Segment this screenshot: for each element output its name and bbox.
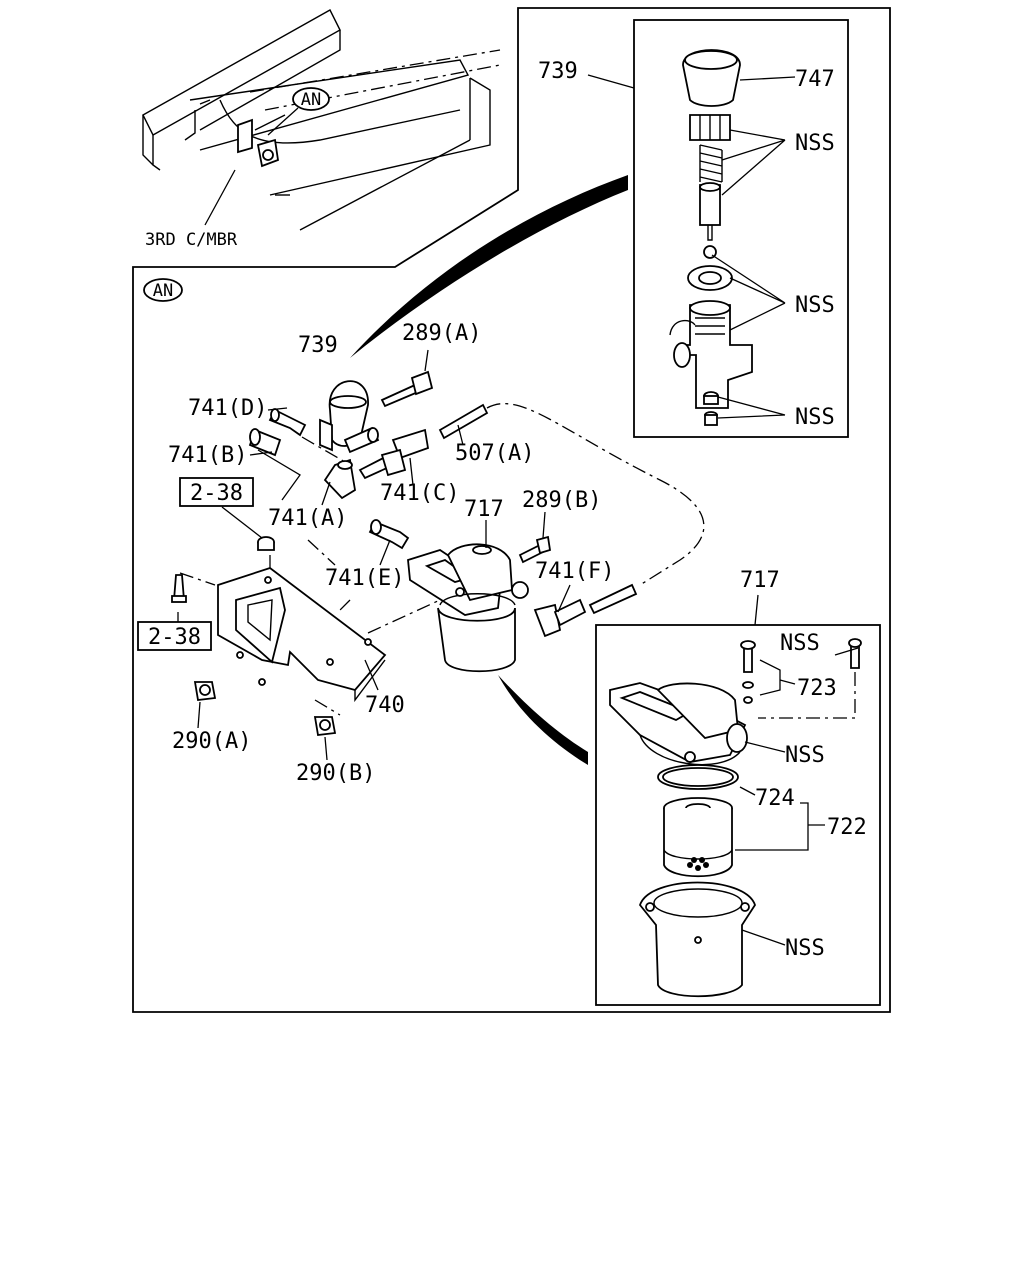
label-290b: 290(B) [296, 761, 375, 786]
an-view-tag-top [292, 87, 330, 111]
label-739-detail: 739 [538, 59, 578, 84]
label-740: 740 [365, 693, 405, 718]
label-747: 747 [795, 67, 835, 92]
pump-detail-frame [633, 19, 849, 438]
an-view-tag-top-text: AN [301, 90, 321, 110]
crossmember-inset: AN 3RD C/MBR [142, 9, 501, 250]
label-289a: 289(A) [402, 321, 481, 346]
main-assembly: 739 289(A) 741(D) 741(B) 507(A) 741(C) 2… [137, 321, 705, 786]
label-741c: 741(C) [380, 481, 459, 506]
ref-2-38-b: 2-38 [148, 625, 201, 650]
callout-wedge-717 [498, 675, 588, 765]
label-741b: 741(B) [168, 443, 247, 468]
fuel-filter-detail: 717 NSS 723 NSS 724 722 NSS [595, 568, 881, 1006]
label-nss-4: NSS [780, 631, 820, 656]
label-289b: 289(B) [522, 488, 601, 513]
crossmember-label: 3RD C/MBR [145, 230, 238, 250]
ref-2-38-a: 2-38 [190, 481, 243, 506]
label-722: 722 [827, 815, 867, 840]
label-741e: 741(E) [325, 566, 404, 591]
label-nss-6: NSS [785, 936, 825, 961]
label-290a: 290(A) [172, 729, 251, 754]
label-nss-2: NSS [795, 293, 835, 318]
label-739-main: 739 [298, 333, 338, 358]
filter-detail-frame [595, 624, 881, 1006]
label-nss-5: NSS [785, 743, 825, 768]
label-507a: 507(A) [455, 441, 534, 466]
label-724: 724 [755, 786, 795, 811]
label-741a: 741(A) [268, 506, 347, 531]
priming-pump-detail: 739 747 NSS NSS NSS [538, 19, 849, 438]
an-view-tag-main [143, 278, 183, 302]
label-nss-3: NSS [795, 405, 835, 430]
label-717-detail: 717 [740, 568, 780, 593]
label-723: 723 [797, 676, 837, 701]
callout-wedge-739 [350, 175, 628, 358]
label-717-main: 717 [464, 497, 504, 522]
ref-box-2-38-a [179, 477, 254, 507]
label-nss-1: NSS [795, 131, 835, 156]
main-frame [132, 7, 891, 1013]
label-741d: 741(D) [188, 396, 267, 421]
label-741f: 741(F) [535, 559, 614, 584]
ref-box-2-38-b [137, 621, 212, 651]
an-view-tag-main-text: AN [153, 281, 173, 301]
